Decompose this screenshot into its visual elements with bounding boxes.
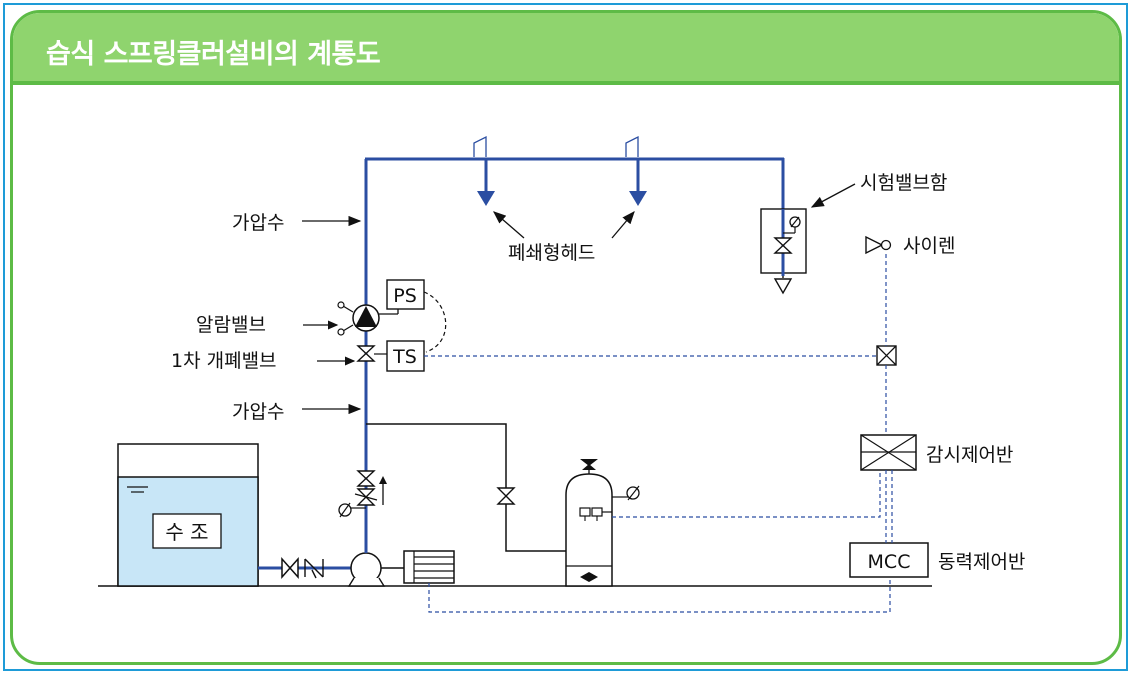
tamper-switch-label: TS	[392, 346, 417, 368]
siren-label: 사이렌	[903, 235, 955, 257]
closed-head-label: 폐쇄형헤드	[508, 242, 595, 264]
discharge-pressure-gauge	[338, 502, 366, 518]
closed-head-1	[473, 135, 495, 206]
alarm-valve	[337, 301, 399, 336]
pressurized-water-bottom-label: 가압수	[232, 401, 284, 423]
fire-pump	[347, 552, 386, 587]
signal-wiring	[424, 254, 893, 613]
discharge-check-valve	[354, 476, 387, 506]
water-tank-label-box	[152, 513, 222, 549]
closed-head-arrow-1	[493, 211, 525, 239]
pressure-tank-branch	[366, 423, 566, 552]
test-valve-box-arrow	[810, 183, 856, 208]
discharge-gate-valve	[356, 470, 376, 487]
tamper-switch: TS	[386, 340, 425, 372]
header-bar: 습식 스프링클러설비의 계통도	[13, 13, 1119, 85]
ps-ts-link	[423, 291, 447, 353]
pressure-switch: PS	[386, 279, 425, 310]
primary-gate-valve	[356, 345, 387, 362]
branch-gate-valve	[496, 487, 516, 505]
mcc-label: MCC	[868, 551, 911, 573]
water-tank-label: 수 조	[165, 520, 208, 544]
control-panel-label: 감시제어반	[926, 444, 1013, 466]
test-valve-box	[760, 208, 807, 295]
pressurized-water-top-label: 가압수	[232, 212, 284, 234]
test-valve-box-label: 시험밸브함	[860, 172, 947, 194]
mcc-box	[849, 542, 929, 578]
pressure-chamber	[565, 459, 640, 587]
pressure-switch-label: PS	[393, 285, 417, 307]
suction-gate-valve	[281, 557, 299, 579]
siren-icon	[865, 235, 892, 255]
control-panel-icon	[860, 434, 917, 471]
page-title: 습식 스프링클러설비의 계통도	[46, 39, 381, 70]
primary-valve-label: 1차 개폐밸브	[171, 350, 277, 372]
junction-box	[876, 345, 897, 366]
alarm-valve-label: 알람밸브	[196, 314, 266, 336]
water-tank: 수 조	[117, 443, 259, 587]
suction-strainer	[304, 558, 324, 579]
pump-motor	[381, 550, 455, 584]
power-control-panel-label: 동력제어반	[938, 551, 1025, 573]
closed-head-2	[625, 135, 647, 206]
closed-head-arrow-2	[611, 211, 635, 239]
